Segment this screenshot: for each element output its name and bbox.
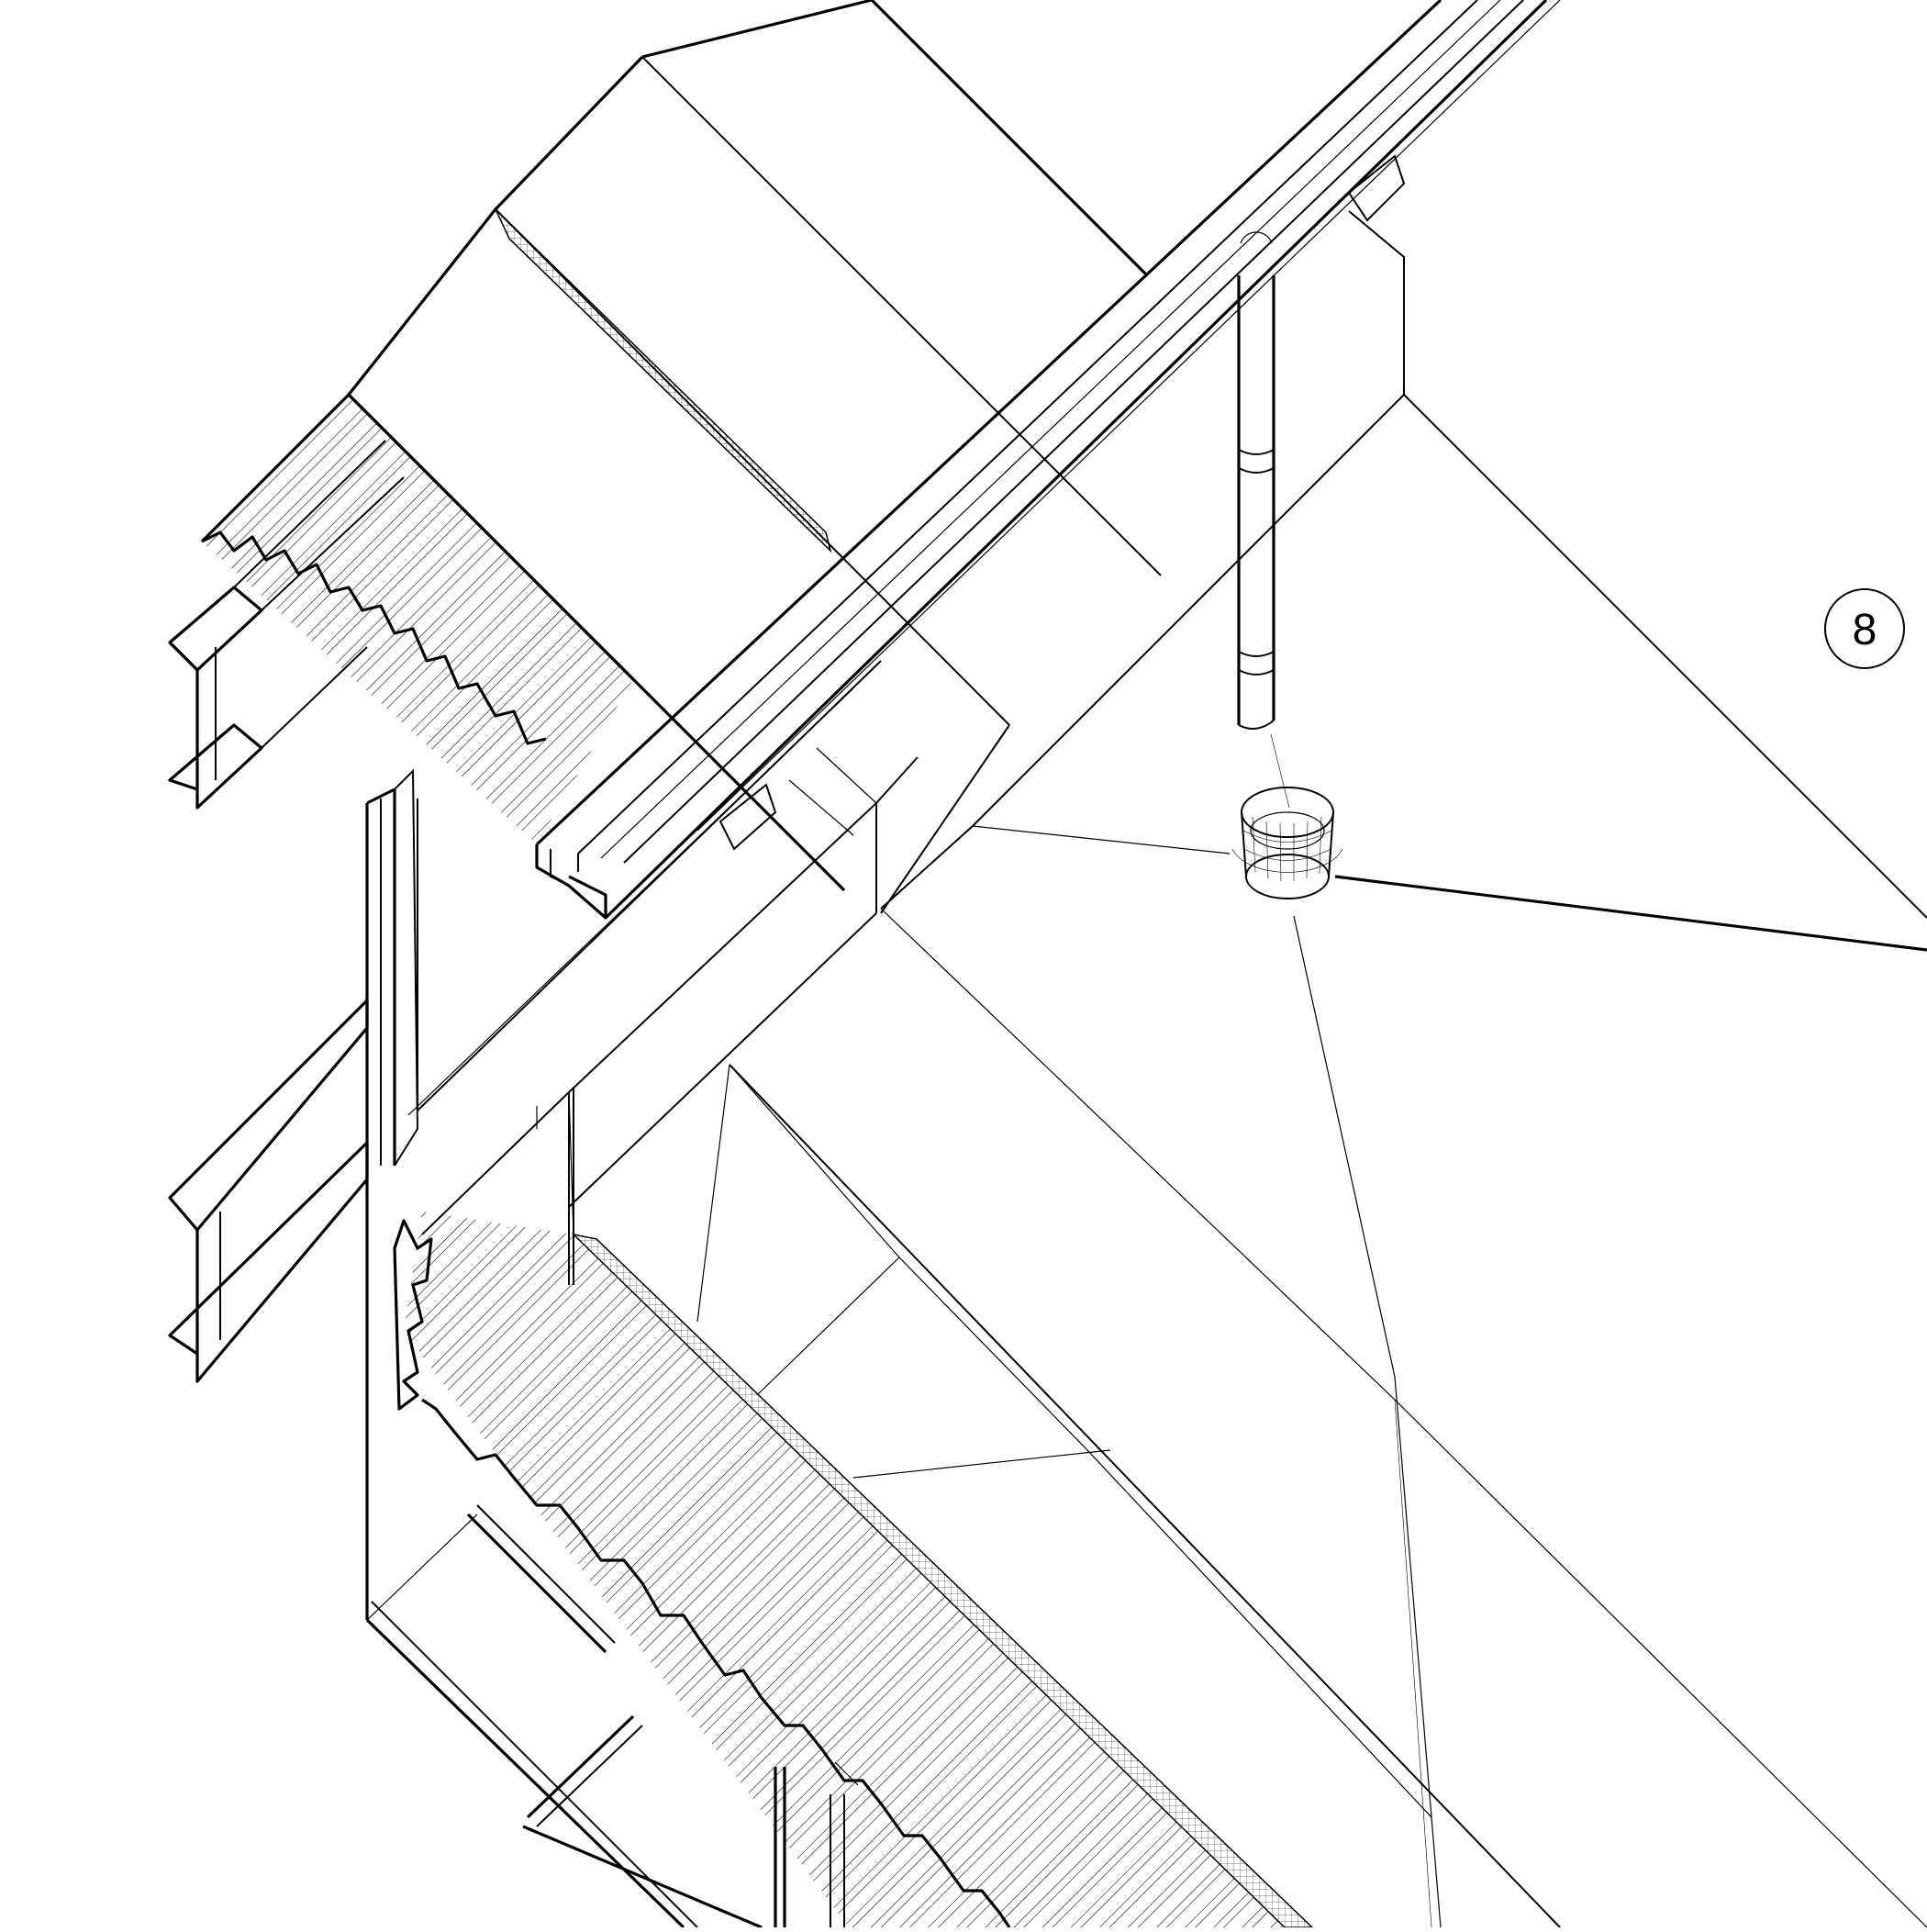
gutter-channel	[535, 0, 1561, 920]
steel-beam-upper	[168, 440, 405, 810]
detail-number-marker: 8	[1824, 588, 1905, 669]
parapet-box	[568, 210, 1405, 1285]
wall-frame	[365, 660, 882, 1929]
window-mullions	[466, 1504, 859, 1929]
steel-beam-lower	[168, 999, 369, 1383]
roof-drain-outlet	[1231, 787, 1343, 899]
downpipe	[1237, 231, 1290, 809]
lower-metal-deck	[393, 1088, 1314, 1928]
upper-metal-deck	[200, 393, 635, 844]
detail-number-text: 8	[1853, 606, 1877, 654]
roof-membrane-surface	[347, 0, 1927, 1928]
